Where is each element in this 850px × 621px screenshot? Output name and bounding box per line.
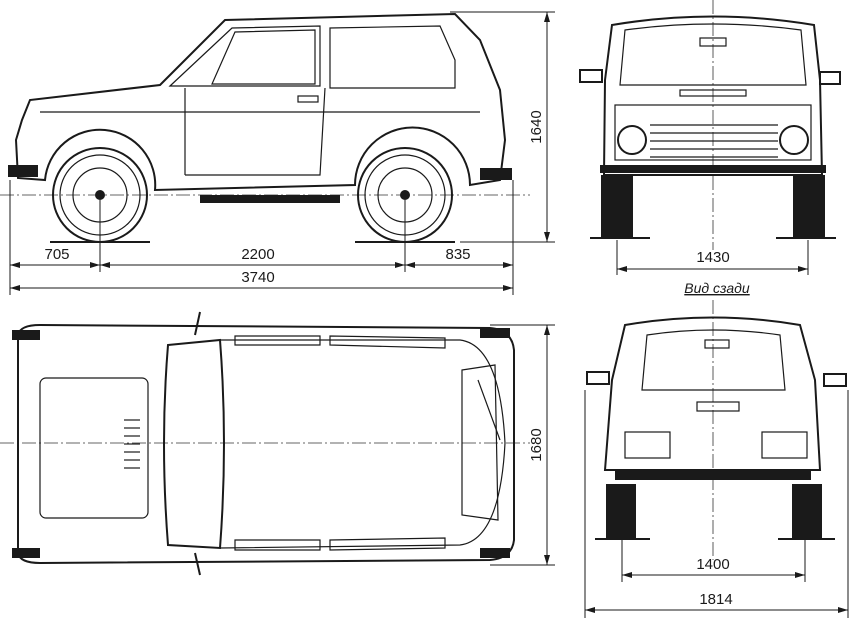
top-width-label: 1680 (528, 428, 545, 461)
overall-width-label: 1814 (699, 591, 732, 608)
front-track-label: 1430 (696, 249, 729, 266)
rear-track-label: 1400 (696, 556, 729, 573)
side-view: 705 2200 835 3740 1640 (0, 11, 555, 295)
front-view: 1430 (579, 0, 841, 275)
wheelbase-label: 2200 (241, 246, 274, 263)
top-view: 1680 (0, 311, 555, 576)
front-overhang-label: 705 (44, 246, 69, 263)
rear-view-caption: Вид сзади (684, 280, 750, 296)
rear-overhang-label: 835 (445, 246, 470, 263)
height-label: 1640 (528, 110, 545, 143)
rear-view: 1400 1814 (584, 300, 849, 618)
overall-length-label: 3740 (241, 269, 274, 286)
